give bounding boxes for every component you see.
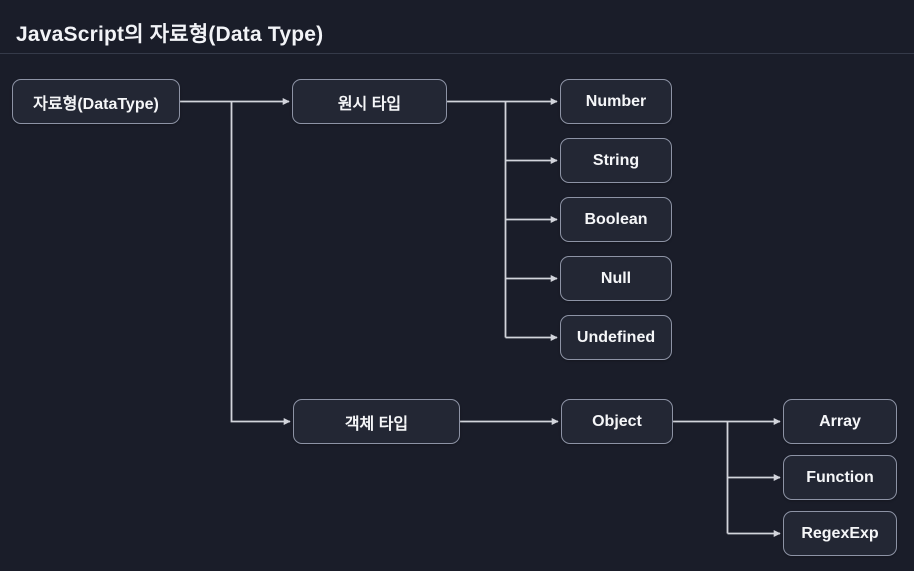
node-undefined: Undefined [560,315,672,360]
node-label: 자료형(DataType) [33,95,159,113]
node-label: Null [600,269,632,287]
node-label: RegexExp [801,524,879,542]
node-boolean: Boolean [560,197,672,242]
node-label: Undefined [576,328,656,346]
node-label: Function [806,468,874,486]
node-object: Object [561,399,673,444]
node-label: Object [592,412,642,430]
node-datatype-root: 자료형(DataType) [12,79,180,124]
node-label: Number [585,92,647,110]
node-array: Array [783,399,897,444]
node-label: Array [819,412,861,430]
page-title: JavaScript의 자료형(Data Type) [16,23,324,46]
node-primitive-type: 원시 타입 [292,79,447,124]
node-regexexp: RegexExp [783,511,897,556]
node-label: 객체 타입 [344,415,409,433]
node-null: Null [560,256,672,301]
title-divider [0,53,914,54]
node-label: 원시 타입 [337,95,402,113]
node-object-type: 객체 타입 [293,399,460,444]
node-label: String [592,151,640,169]
node-number: Number [560,79,672,124]
node-function: Function [783,455,897,500]
node-string: String [560,138,672,183]
node-label: Boolean [584,210,648,228]
